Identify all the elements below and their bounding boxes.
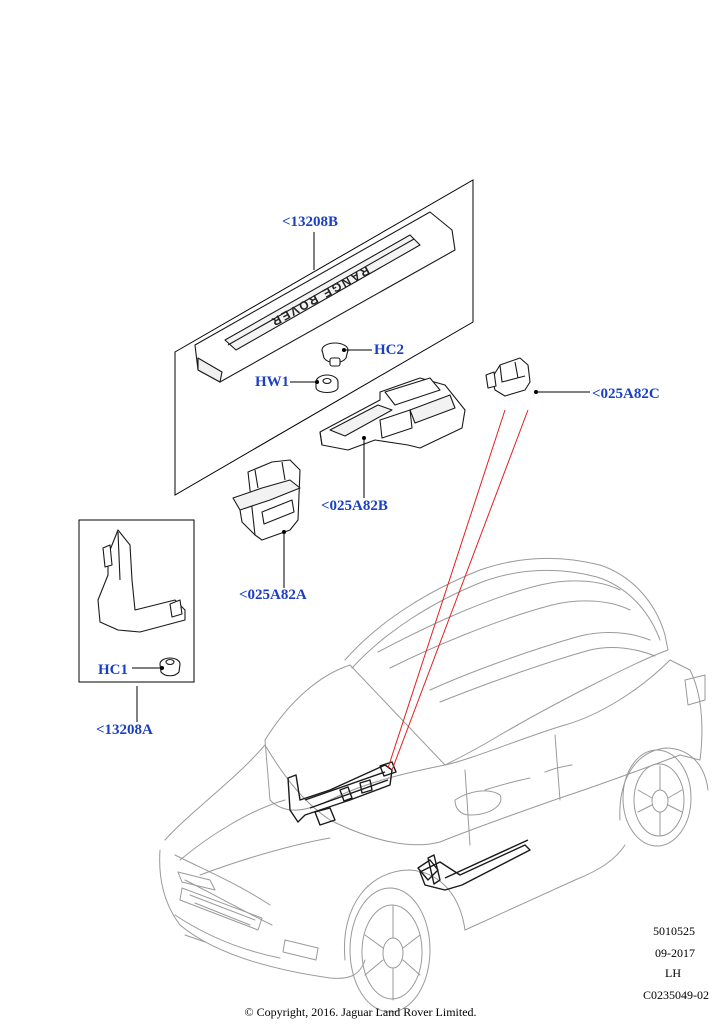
vehicle-highlighted-parts (287, 761, 531, 891)
vehicle-illustration (159, 557, 709, 1013)
callout-13208b[interactable]: <13208B (282, 214, 339, 230)
callout-hc1[interactable]: HC1 (98, 662, 128, 678)
copyright-notice: © Copyright, 2016. Jaguar Land Rover Lim… (244, 1005, 477, 1019)
component-group-frame (174, 179, 474, 496)
bracket-025a82a[interactable] (232, 459, 301, 541)
callout-025a82c[interactable]: <025A82C (592, 386, 660, 402)
diagram-code: 5010525 (653, 924, 695, 938)
callout-13208a[interactable]: <13208A (96, 722, 153, 738)
leader-lines (132, 232, 590, 722)
diagram-side: LH (665, 966, 681, 980)
leader-dots (160, 348, 538, 670)
detail-box-13208a (78, 519, 195, 683)
trim-panel-13208a[interactable] (97, 529, 186, 633)
callout-025a82a[interactable]: <025A82A (239, 587, 307, 603)
clip-hc1[interactable] (159, 657, 181, 677)
illustration-id: C0235049-02 (643, 988, 709, 1002)
callout-025a82b[interactable]: <025A82B (321, 498, 388, 514)
diagram-date: 09-2017 (655, 946, 695, 960)
callout-hc2[interactable]: HC2 (374, 342, 404, 358)
callout-hw1[interactable]: HW1 (255, 374, 290, 390)
bracket-025a82c[interactable] (485, 357, 531, 397)
trim-panel-025a82b[interactable] (319, 377, 466, 451)
grommet-hw1[interactable] (315, 374, 339, 394)
clip-hc2[interactable] (321, 342, 349, 367)
location-lines (387, 409, 529, 771)
